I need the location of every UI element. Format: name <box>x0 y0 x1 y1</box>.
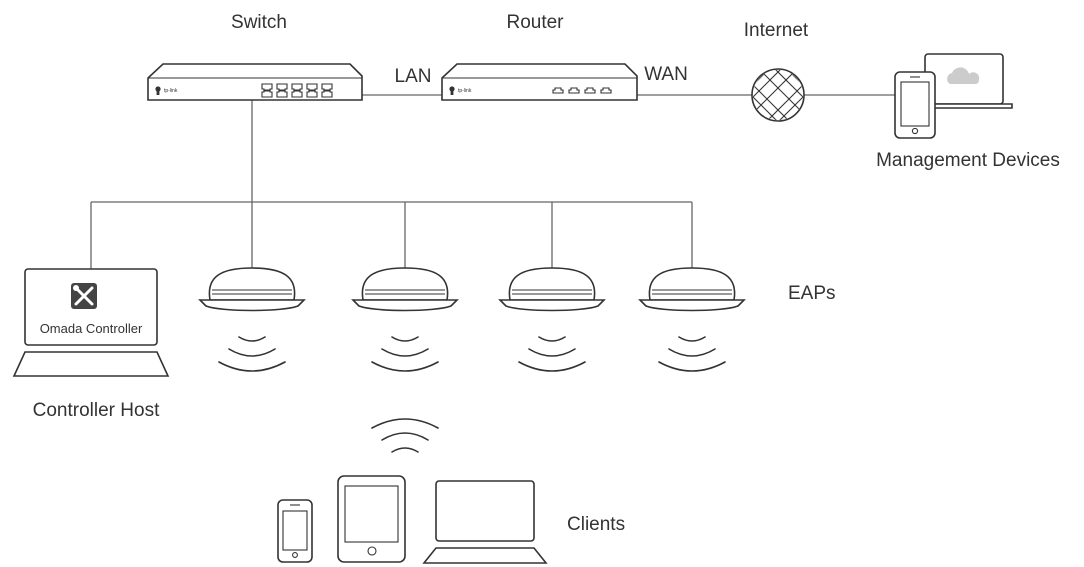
ceiling-access-point-icon <box>198 267 306 312</box>
laptop-tools-icon <box>12 268 170 377</box>
wifi-waves-icon <box>218 336 286 372</box>
globe-icon <box>751 68 805 122</box>
clients-label: Clients <box>567 514 625 535</box>
router-label: Router <box>506 12 564 33</box>
ceiling-access-point-icon <box>351 267 459 312</box>
tools-icon <box>71 283 97 309</box>
switch-device: tp-link Switch <box>147 12 363 101</box>
internet-label: Internet <box>744 20 809 41</box>
router-brand-label: tp-link <box>458 88 472 94</box>
switch-brand-label: tp-link <box>164 88 178 94</box>
router-icon <box>441 63 638 101</box>
wifi-waves-icon <box>371 336 439 372</box>
phone-laptop-cloud-icon <box>894 53 1013 139</box>
phone-icon <box>277 499 313 563</box>
ceiling-access-point-icon <box>638 267 746 312</box>
lan-label: LAN <box>395 66 432 87</box>
controller-host: Omada Controller Controller Host <box>12 268 170 421</box>
wan-label: WAN <box>644 64 688 85</box>
client-wifi-waves-icon <box>371 418 439 453</box>
network-switch-icon <box>147 63 363 101</box>
eap-4 <box>638 267 746 372</box>
eaps-label: EAPs <box>788 283 836 304</box>
switch-label: Switch <box>231 12 287 33</box>
connection-lines <box>90 94 895 269</box>
omada-controller-label: Omada Controller <box>40 321 143 336</box>
management-devices: Management Devices <box>876 53 1060 171</box>
eap-3 <box>498 267 606 372</box>
router-device: tp-link Router <box>441 12 638 101</box>
eap-group: EAPs <box>198 267 836 372</box>
laptop-icon <box>422 480 548 564</box>
wifi-waves-icon <box>658 336 726 372</box>
tablet-icon <box>337 475 406 563</box>
controller-host-label: Controller Host <box>33 400 160 421</box>
ceiling-access-point-icon <box>498 267 606 312</box>
clients: Clients <box>277 475 625 564</box>
internet-node: Internet <box>744 20 809 122</box>
eap-1 <box>198 267 306 372</box>
wifi-waves-icon <box>518 336 586 372</box>
phone-tablet-laptop-icon <box>277 475 548 564</box>
management-devices-label: Management Devices <box>876 150 1060 171</box>
eap-2 <box>351 267 459 372</box>
